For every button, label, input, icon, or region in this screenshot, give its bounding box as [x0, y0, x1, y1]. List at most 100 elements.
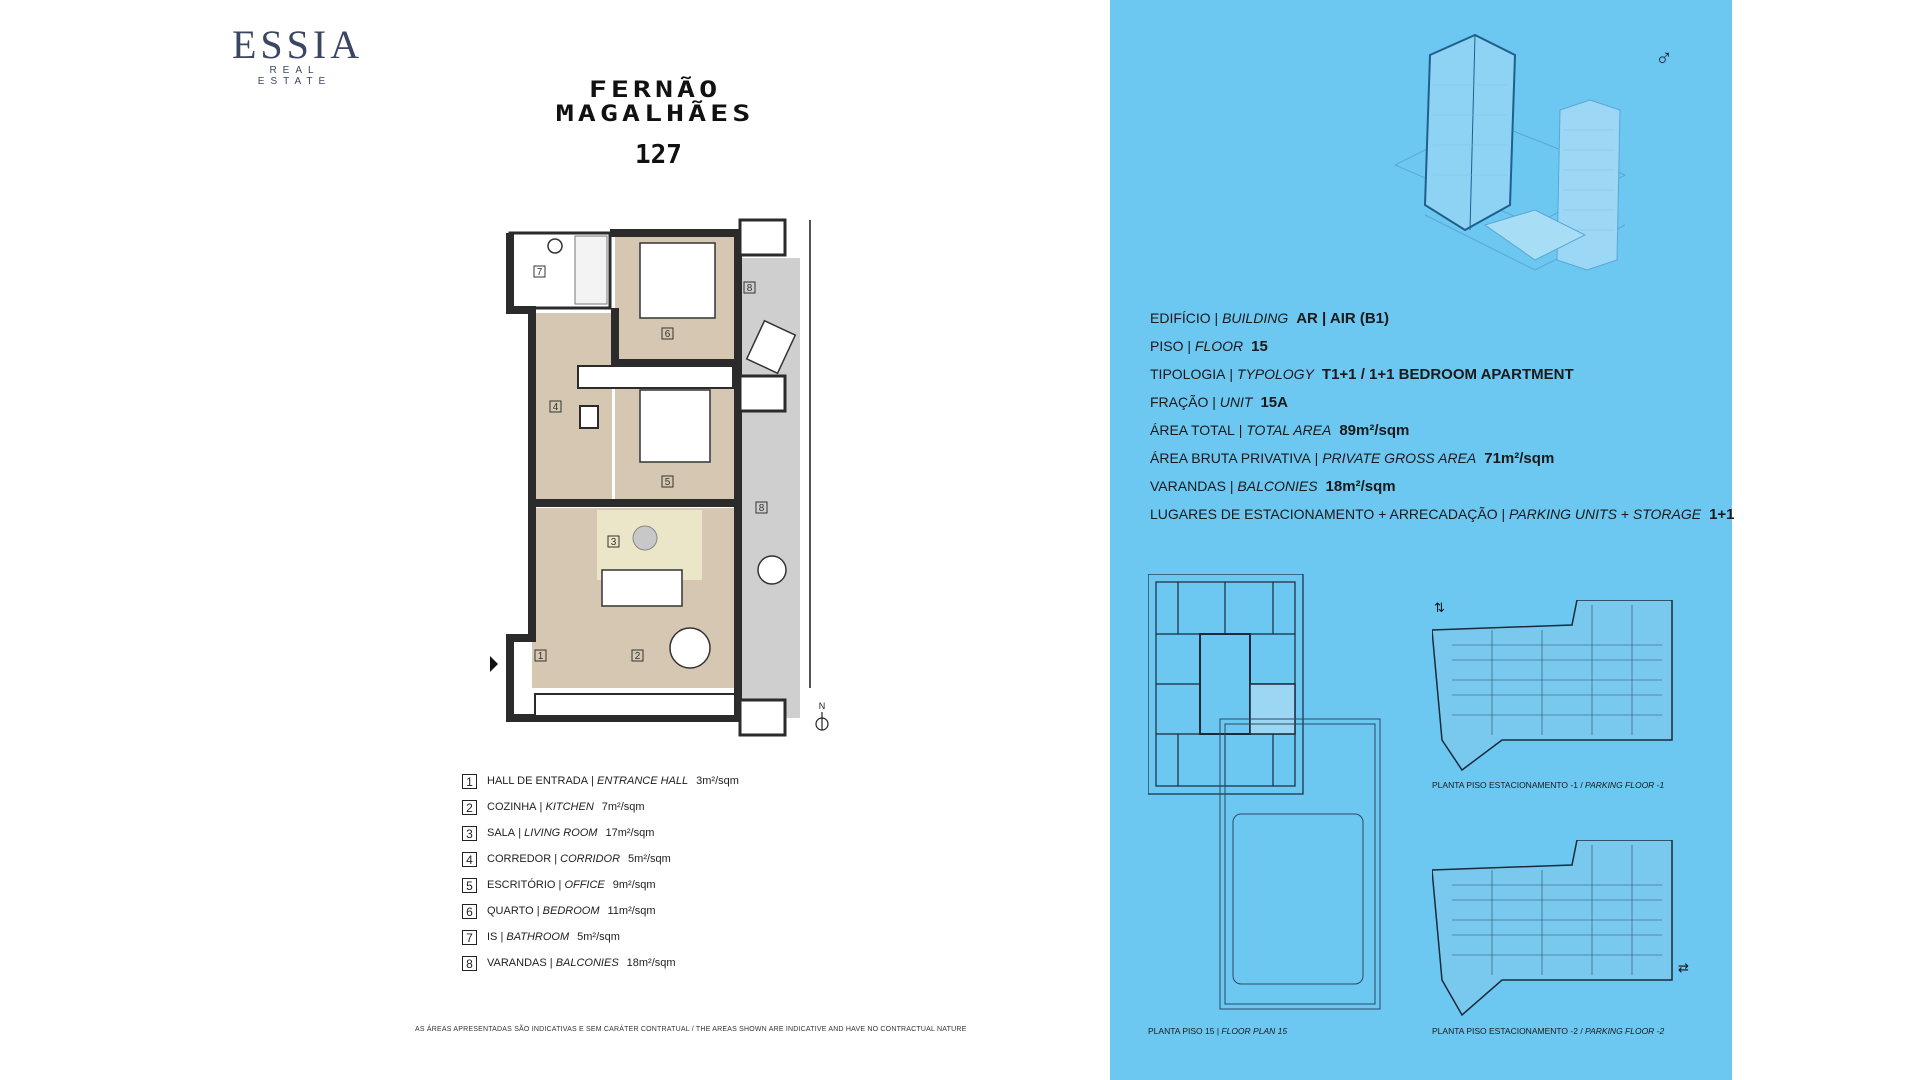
- spec-label-pt: FRAÇÃO: [1150, 394, 1209, 410]
- spec-label-pt: VARANDAS: [1150, 478, 1226, 494]
- legend-number: 7: [462, 929, 477, 945]
- unit-specifications: EDIFÍCIO | BUILDING AR | AIR (B1) PISO | F…: [1150, 304, 1735, 528]
- legend-room-en: BALCONIES: [555, 957, 619, 969]
- dining-table: [669, 627, 711, 669]
- deck-chair: [745, 319, 797, 375]
- floor-plan-caption-pt: PLANTA PISO 15: [1148, 1026, 1215, 1036]
- bed-bedroom: [639, 242, 716, 319]
- male-symbol-icon: ♂: [1655, 45, 1673, 72]
- parking1-caption-pt: PLANTA PISO ESTACIONAMENTO -1: [1432, 780, 1578, 790]
- left-right-arrows-icon: ⇄: [1678, 961, 1689, 976]
- balcony-table: [757, 555, 787, 585]
- spec-label-en: TOTAL AREA: [1246, 422, 1332, 438]
- legend-area: 5m²/sqm: [628, 853, 671, 865]
- spec-separator: |: [1310, 450, 1323, 466]
- legend-number: 2: [462, 799, 477, 815]
- spec-label-en: FLOOR: [1194, 338, 1244, 354]
- floorplan-page: ESSIA REAL ESTATE Fernão Magalhães 127: [232, 22, 967, 1033]
- spec-value: 15A: [1260, 394, 1288, 411]
- legend-room-pt: IS: [487, 931, 498, 943]
- legend-area: 18m²/sqm: [626, 957, 676, 969]
- spec-label-en: TYPOLOGY: [1236, 366, 1314, 382]
- spec-value: AR | AIR (B1): [1296, 310, 1390, 327]
- spec-separator: |: [1183, 338, 1195, 354]
- floor-plan-caption-en: FLOOR PLAN 15: [1221, 1026, 1288, 1036]
- tower-secondary: [1556, 99, 1621, 271]
- coffee-table: [632, 525, 658, 551]
- spec-label-en: BALCONIES: [1237, 478, 1318, 494]
- podium: [1483, 209, 1587, 261]
- legend-separator: |: [497, 931, 507, 943]
- project-number: 127: [635, 140, 682, 170]
- legend-number: 5: [462, 877, 477, 893]
- spec-label-en: BUILDING: [1222, 310, 1289, 326]
- window-bottom: [738, 698, 787, 737]
- svg-text:7: 7: [537, 267, 543, 278]
- parking1-caption-en: PARKING FLOOR -1: [1585, 780, 1665, 790]
- project-title: Fernão Magalhães: [520, 78, 790, 126]
- legend-room-en: ENTRANCE HALL: [597, 775, 689, 787]
- legend-room-pt: QUARTO: [487, 905, 534, 917]
- wardrobe-1: [577, 365, 734, 389]
- legend-room-en: LIVING ROOM: [524, 827, 598, 839]
- spec-label-pt: EDIFÍCIO: [1150, 310, 1211, 326]
- spec-value: 71m²/sqm: [1484, 450, 1555, 467]
- svg-text:1: 1: [538, 651, 544, 662]
- legend-room-pt: CORREDOR: [487, 853, 552, 865]
- spec-row: LUGARES DE ESTACIONAMENTO + ARRECADAÇÃO …: [1150, 500, 1735, 528]
- legend-room-pt: HALL DE ENTRADA: [487, 775, 589, 787]
- spec-label-pt: ÁREA BRUTA PRIVATIVA: [1150, 450, 1311, 466]
- spec-value: 89m²/sqm: [1339, 422, 1410, 439]
- legend-separator: |: [551, 853, 561, 865]
- brand-name: ESSIA: [232, 22, 364, 67]
- essia-logo: ESSIA REAL ESTATE: [232, 22, 364, 88]
- spec-separator: |: [1210, 310, 1223, 326]
- spec-value: 1+1: [1709, 506, 1735, 523]
- parking-floor-2-plan: ⇄: [1432, 840, 1689, 1017]
- spec-separator: |: [1234, 422, 1247, 438]
- legend-separator: |: [546, 957, 556, 969]
- svg-text:8: 8: [759, 503, 765, 514]
- parking1-caption: PLANTA PISO ESTACIONAMENTO -1 / PARKING …: [1432, 780, 1665, 790]
- floor-plan-caption: PLANTA PISO 15 | FLOOR PLAN 15: [1148, 1026, 1288, 1036]
- window-mid: [738, 374, 787, 413]
- legend-room-en: BEDROOM: [542, 905, 600, 917]
- legend-separator: |: [588, 775, 598, 787]
- spec-separator: |: [1225, 366, 1237, 382]
- kitchen-counter: [534, 693, 736, 717]
- parking2-caption-pt: PLANTA PISO ESTACIONAMENTO -2: [1432, 1026, 1578, 1036]
- legend-room-en: KITCHEN: [545, 801, 594, 813]
- brand-tagline: REAL ESTATE: [257, 65, 332, 87]
- spec-label-pt: PISO: [1150, 338, 1184, 354]
- unit-15a-highlight: [1249, 683, 1296, 735]
- entrance-arrow-icon: [490, 656, 498, 672]
- spec-label-pt: TIPOLOGIA: [1150, 366, 1226, 382]
- legend-area: 7m²/sqm: [601, 801, 645, 813]
- spec-separator: |: [1497, 506, 1510, 522]
- legend-number: 1: [462, 773, 477, 789]
- spec-value: 18m²/sqm: [1325, 478, 1396, 495]
- svg-text:4: 4: [553, 402, 559, 413]
- svg-text:8: 8: [747, 283, 753, 294]
- legend-separator: |: [533, 905, 543, 917]
- legend-room-pt: ESCRITÓRIO: [487, 879, 556, 891]
- north-indicator: N: [810, 700, 834, 737]
- apartment-floor-plan: 1 2 3 4 5 6 7 8 8: [490, 218, 811, 737]
- wardrobe-2: [579, 405, 599, 429]
- corridor-floor-4: [532, 313, 612, 503]
- spec-label-en: PRIVATE GROSS AREA: [1322, 450, 1477, 466]
- legend-area: 9m²/sqm: [612, 879, 656, 891]
- window-top: [738, 218, 787, 257]
- legend-room-en: BATHROOM: [506, 931, 570, 943]
- building-illustration: [1393, 33, 1627, 271]
- parking-floor-1-plan: ⇅: [1432, 600, 1673, 772]
